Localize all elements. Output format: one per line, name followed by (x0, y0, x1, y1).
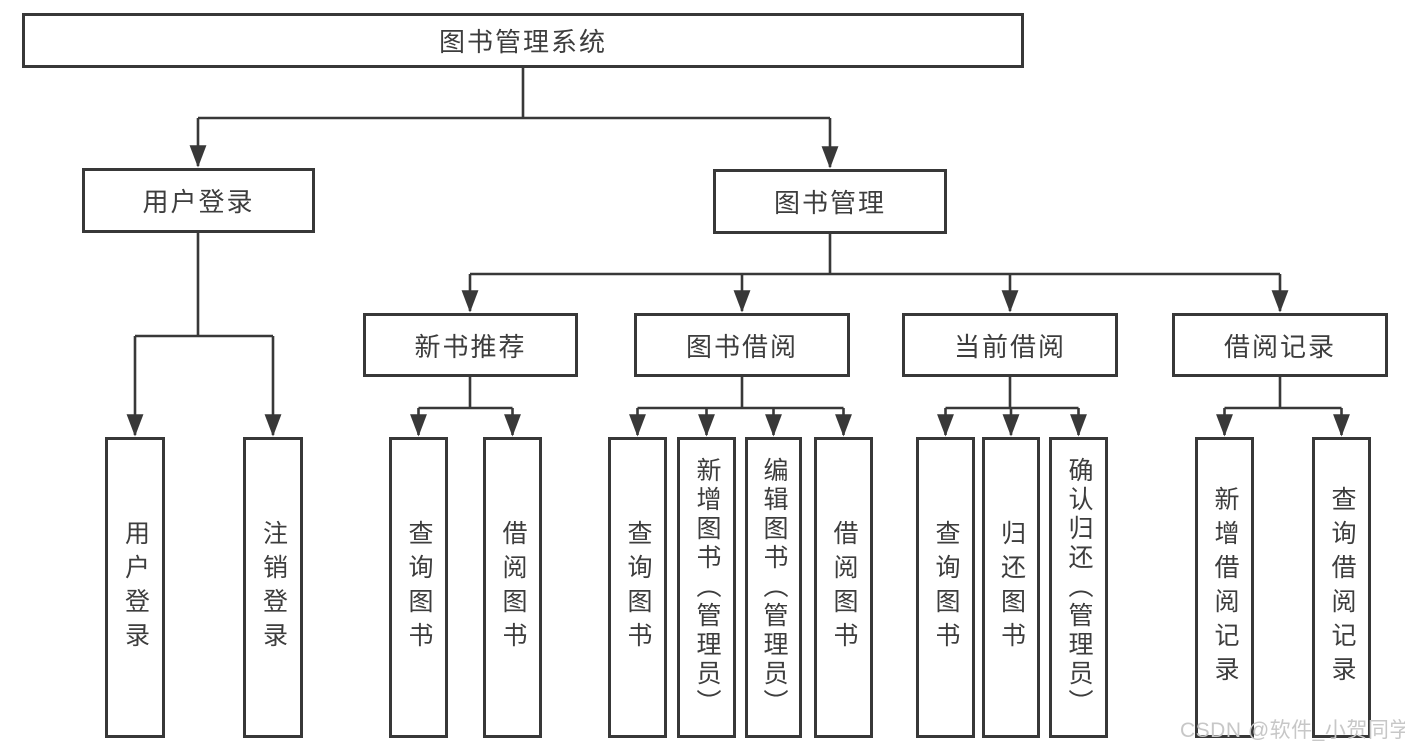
leaf-borrow-books-new-recommend: 借阅图书 (483, 437, 542, 738)
leaf-label: 新增图书（管理员） (693, 457, 721, 718)
leaf-user-login: 用户登录 (105, 437, 165, 738)
leaf-label: 借阅图书 (499, 519, 527, 656)
leaf-logout: 注销登录 (243, 437, 303, 738)
node-book-borrowing: 图书借阅 (634, 313, 850, 377)
leaf-label: 新增借阅记录 (1211, 485, 1239, 690)
leaf-label: 确认归还（管理员） (1065, 457, 1093, 718)
leaf-label: 注销登录 (259, 519, 288, 656)
leaf-label: 查询图书 (405, 519, 433, 656)
leaf-query-books-borrowing: 查询图书 (608, 437, 667, 738)
leaf-query-books-current: 查询图书 (916, 437, 975, 738)
node-current-borrowing: 当前借阅 (902, 313, 1118, 377)
leaf-query-borrow-record: 查询借阅记录 (1312, 437, 1371, 738)
leaf-confirm-return-admin: 确认归还（管理员） (1049, 437, 1108, 738)
node-book-management: 图书管理 (713, 169, 947, 234)
leaf-add-books-admin: 新增图书（管理员） (677, 437, 736, 738)
node-borrowing-records: 借阅记录 (1172, 313, 1388, 377)
watermark: CSDN @软件_小贺同学 (1180, 719, 1405, 742)
node-user-login: 用户登录 (82, 168, 315, 233)
node-library-management-system: 图书管理系统 (22, 13, 1024, 68)
leaf-add-borrow-record: 新增借阅记录 (1195, 437, 1254, 738)
leaf-label: 查询图书 (932, 519, 960, 656)
node-new-book-recommendation: 新书推荐 (363, 313, 578, 377)
leaf-label: 编辑图书（管理员） (760, 457, 788, 718)
leaf-edit-books-admin: 编辑图书（管理员） (745, 437, 802, 738)
leaf-label: 用户登录 (121, 519, 150, 656)
leaf-label: 查询借阅记录 (1328, 485, 1356, 690)
leaf-label: 查询图书 (624, 519, 652, 656)
leaf-label: 归还图书 (997, 519, 1026, 656)
leaf-label: 借阅图书 (830, 519, 858, 656)
leaf-return-books: 归还图书 (982, 437, 1040, 738)
leaf-query-books-new-recommend: 查询图书 (389, 437, 448, 738)
leaf-borrow-books-borrowing: 借阅图书 (814, 437, 873, 738)
